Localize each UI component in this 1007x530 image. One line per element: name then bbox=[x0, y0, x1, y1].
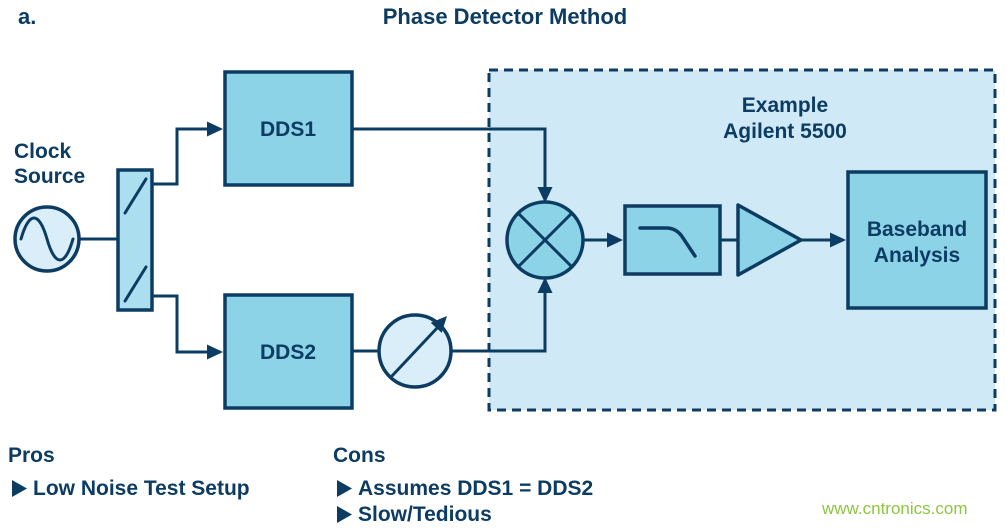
baseband-label-line2: Analysis bbox=[874, 244, 960, 267]
pros-heading: Pros bbox=[8, 444, 55, 467]
sine-wave-icon bbox=[19, 216, 75, 262]
lowpass-filter-icon bbox=[638, 226, 697, 258]
baseband-analysis-box bbox=[846, 170, 988, 310]
bullet-icon bbox=[337, 480, 352, 497]
bullet-icon bbox=[337, 506, 352, 523]
page-title: Phase Detector Method bbox=[383, 4, 628, 29]
arrowhead bbox=[207, 344, 223, 360]
cons-item: Assumes DDS1 = DDS2 bbox=[358, 477, 593, 500]
arrowhead bbox=[207, 121, 223, 137]
lowpass-filter-box bbox=[623, 204, 722, 276]
phase-shifter-arrow-icon bbox=[430, 316, 447, 333]
splitter-slash-icon bbox=[123, 265, 148, 303]
wire-splitter-to-dds2 bbox=[152, 294, 209, 354]
splitter-slash-icon bbox=[123, 177, 148, 215]
wire-dds1-to-mixer bbox=[352, 127, 547, 189]
dds1-box bbox=[223, 70, 354, 187]
figure-label: a. bbox=[18, 4, 36, 29]
cons-item: Slow/Tedious bbox=[358, 503, 492, 526]
clock-source-label-line2: Source bbox=[14, 165, 85, 188]
wire-shifter-to-mixer bbox=[451, 291, 547, 353]
arrowhead bbox=[830, 232, 846, 248]
amplifier bbox=[736, 203, 803, 277]
bullet-icon bbox=[12, 480, 27, 497]
arrowhead bbox=[607, 232, 623, 248]
phase-shifter-arrow-icon bbox=[389, 325, 440, 379]
baseband-label-line1: Baseband bbox=[867, 218, 967, 241]
dds1-label: DDS1 bbox=[260, 118, 316, 141]
pros-item: Low Noise Test Setup bbox=[33, 477, 250, 500]
mixer-cross-icon bbox=[517, 212, 573, 268]
dds2-box bbox=[223, 293, 354, 410]
cons-heading: Cons bbox=[333, 444, 386, 467]
wire-splitter-to-dds1 bbox=[152, 127, 209, 186]
region-label-line1: Example bbox=[742, 94, 828, 117]
power-splitter bbox=[116, 168, 154, 312]
region-label-line2: Agilent 5500 bbox=[723, 120, 847, 143]
arrowhead bbox=[537, 277, 553, 293]
watermark: www.cntronics.com bbox=[821, 499, 967, 518]
dds2-label: DDS2 bbox=[260, 341, 316, 364]
arrowhead bbox=[537, 187, 553, 203]
clock-source-label-line1: Clock bbox=[14, 140, 72, 163]
